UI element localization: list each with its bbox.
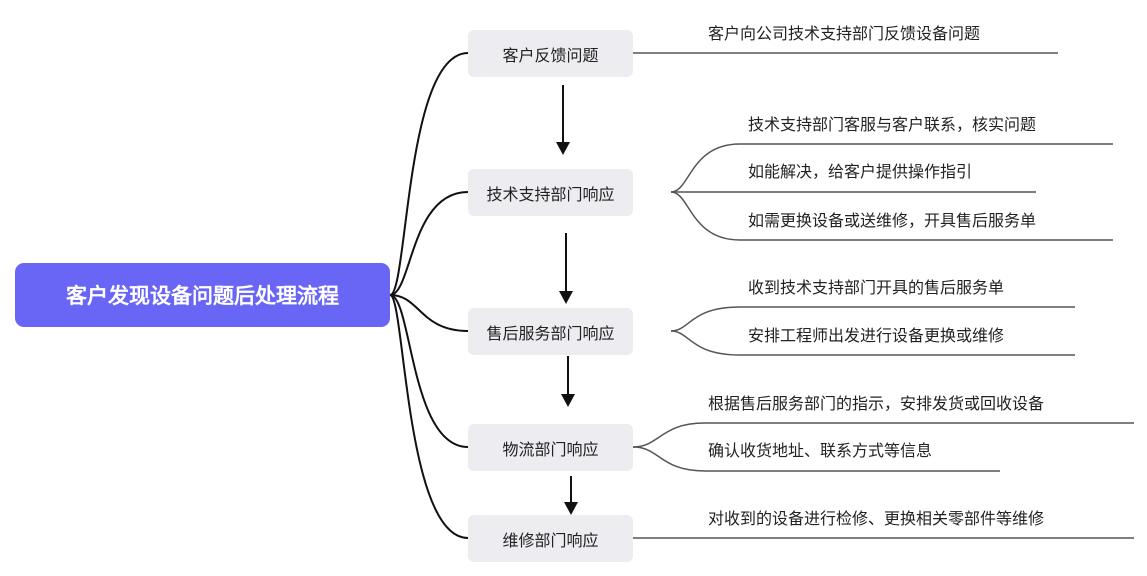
detail-text-3-1[interactable]: 收到技术支持部门开具的售后服务单 bbox=[748, 278, 1005, 297]
detail-line-3-2 bbox=[670, 330, 1075, 356]
detail-line-4-2 bbox=[632, 446, 1000, 472]
flow-arrow-1 bbox=[556, 85, 570, 155]
detail-line-4-1 bbox=[632, 422, 1134, 448]
step-logistics-response[interactable]: 物流部门响应 bbox=[468, 424, 633, 471]
step-after-sales-response[interactable]: 售后服务部门响应 bbox=[468, 308, 633, 355]
detail-line-3-1 bbox=[670, 306, 1075, 332]
step-customer-feedback[interactable]: 客户反馈问题 bbox=[468, 30, 633, 77]
detail-text-4-2[interactable]: 确认收货地址、联系方式等信息 bbox=[708, 441, 933, 460]
branch-line-3 bbox=[389, 294, 469, 332]
branch-line-2 bbox=[389, 191, 469, 296]
step-repair-response[interactable]: 维修部门响应 bbox=[468, 515, 633, 562]
root-topic[interactable]: 客户发现设备问题后处理流程 bbox=[15, 263, 390, 327]
detail-text-2-1[interactable]: 技术支持部门客服与客户联系，核实问题 bbox=[748, 115, 1037, 134]
branch-line-1 bbox=[389, 52, 469, 296]
detail-text-3-2[interactable]: 安排工程师出发进行设备更换或维修 bbox=[748, 326, 1005, 345]
detail-text-4-1[interactable]: 根据售后服务部门的指示，安排发货或回收设备 bbox=[708, 394, 1045, 413]
step-tech-support-response[interactable]: 技术支持部门响应 bbox=[468, 169, 633, 216]
detail-line-2-1 bbox=[670, 143, 1113, 193]
detail-text-2-2[interactable]: 如能解决，给客户提供操作指引 bbox=[748, 162, 973, 181]
flow-arrow-4 bbox=[564, 476, 578, 515]
branch-line-5 bbox=[389, 294, 469, 539]
detail-line-2-3 bbox=[670, 191, 1113, 241]
detail-text-2-3[interactable]: 如需更换设备或送维修，开具售后服务单 bbox=[748, 211, 1037, 230]
flow-arrow-3 bbox=[561, 356, 575, 407]
detail-text-5-1[interactable]: 对收到的设备进行检修、更换相关零部件等维修 bbox=[708, 509, 1045, 528]
detail-text-1-1[interactable]: 客户向公司技术支持部门反馈设备问题 bbox=[708, 24, 981, 43]
flow-arrow-2 bbox=[559, 233, 573, 304]
branch-line-4 bbox=[389, 294, 469, 448]
